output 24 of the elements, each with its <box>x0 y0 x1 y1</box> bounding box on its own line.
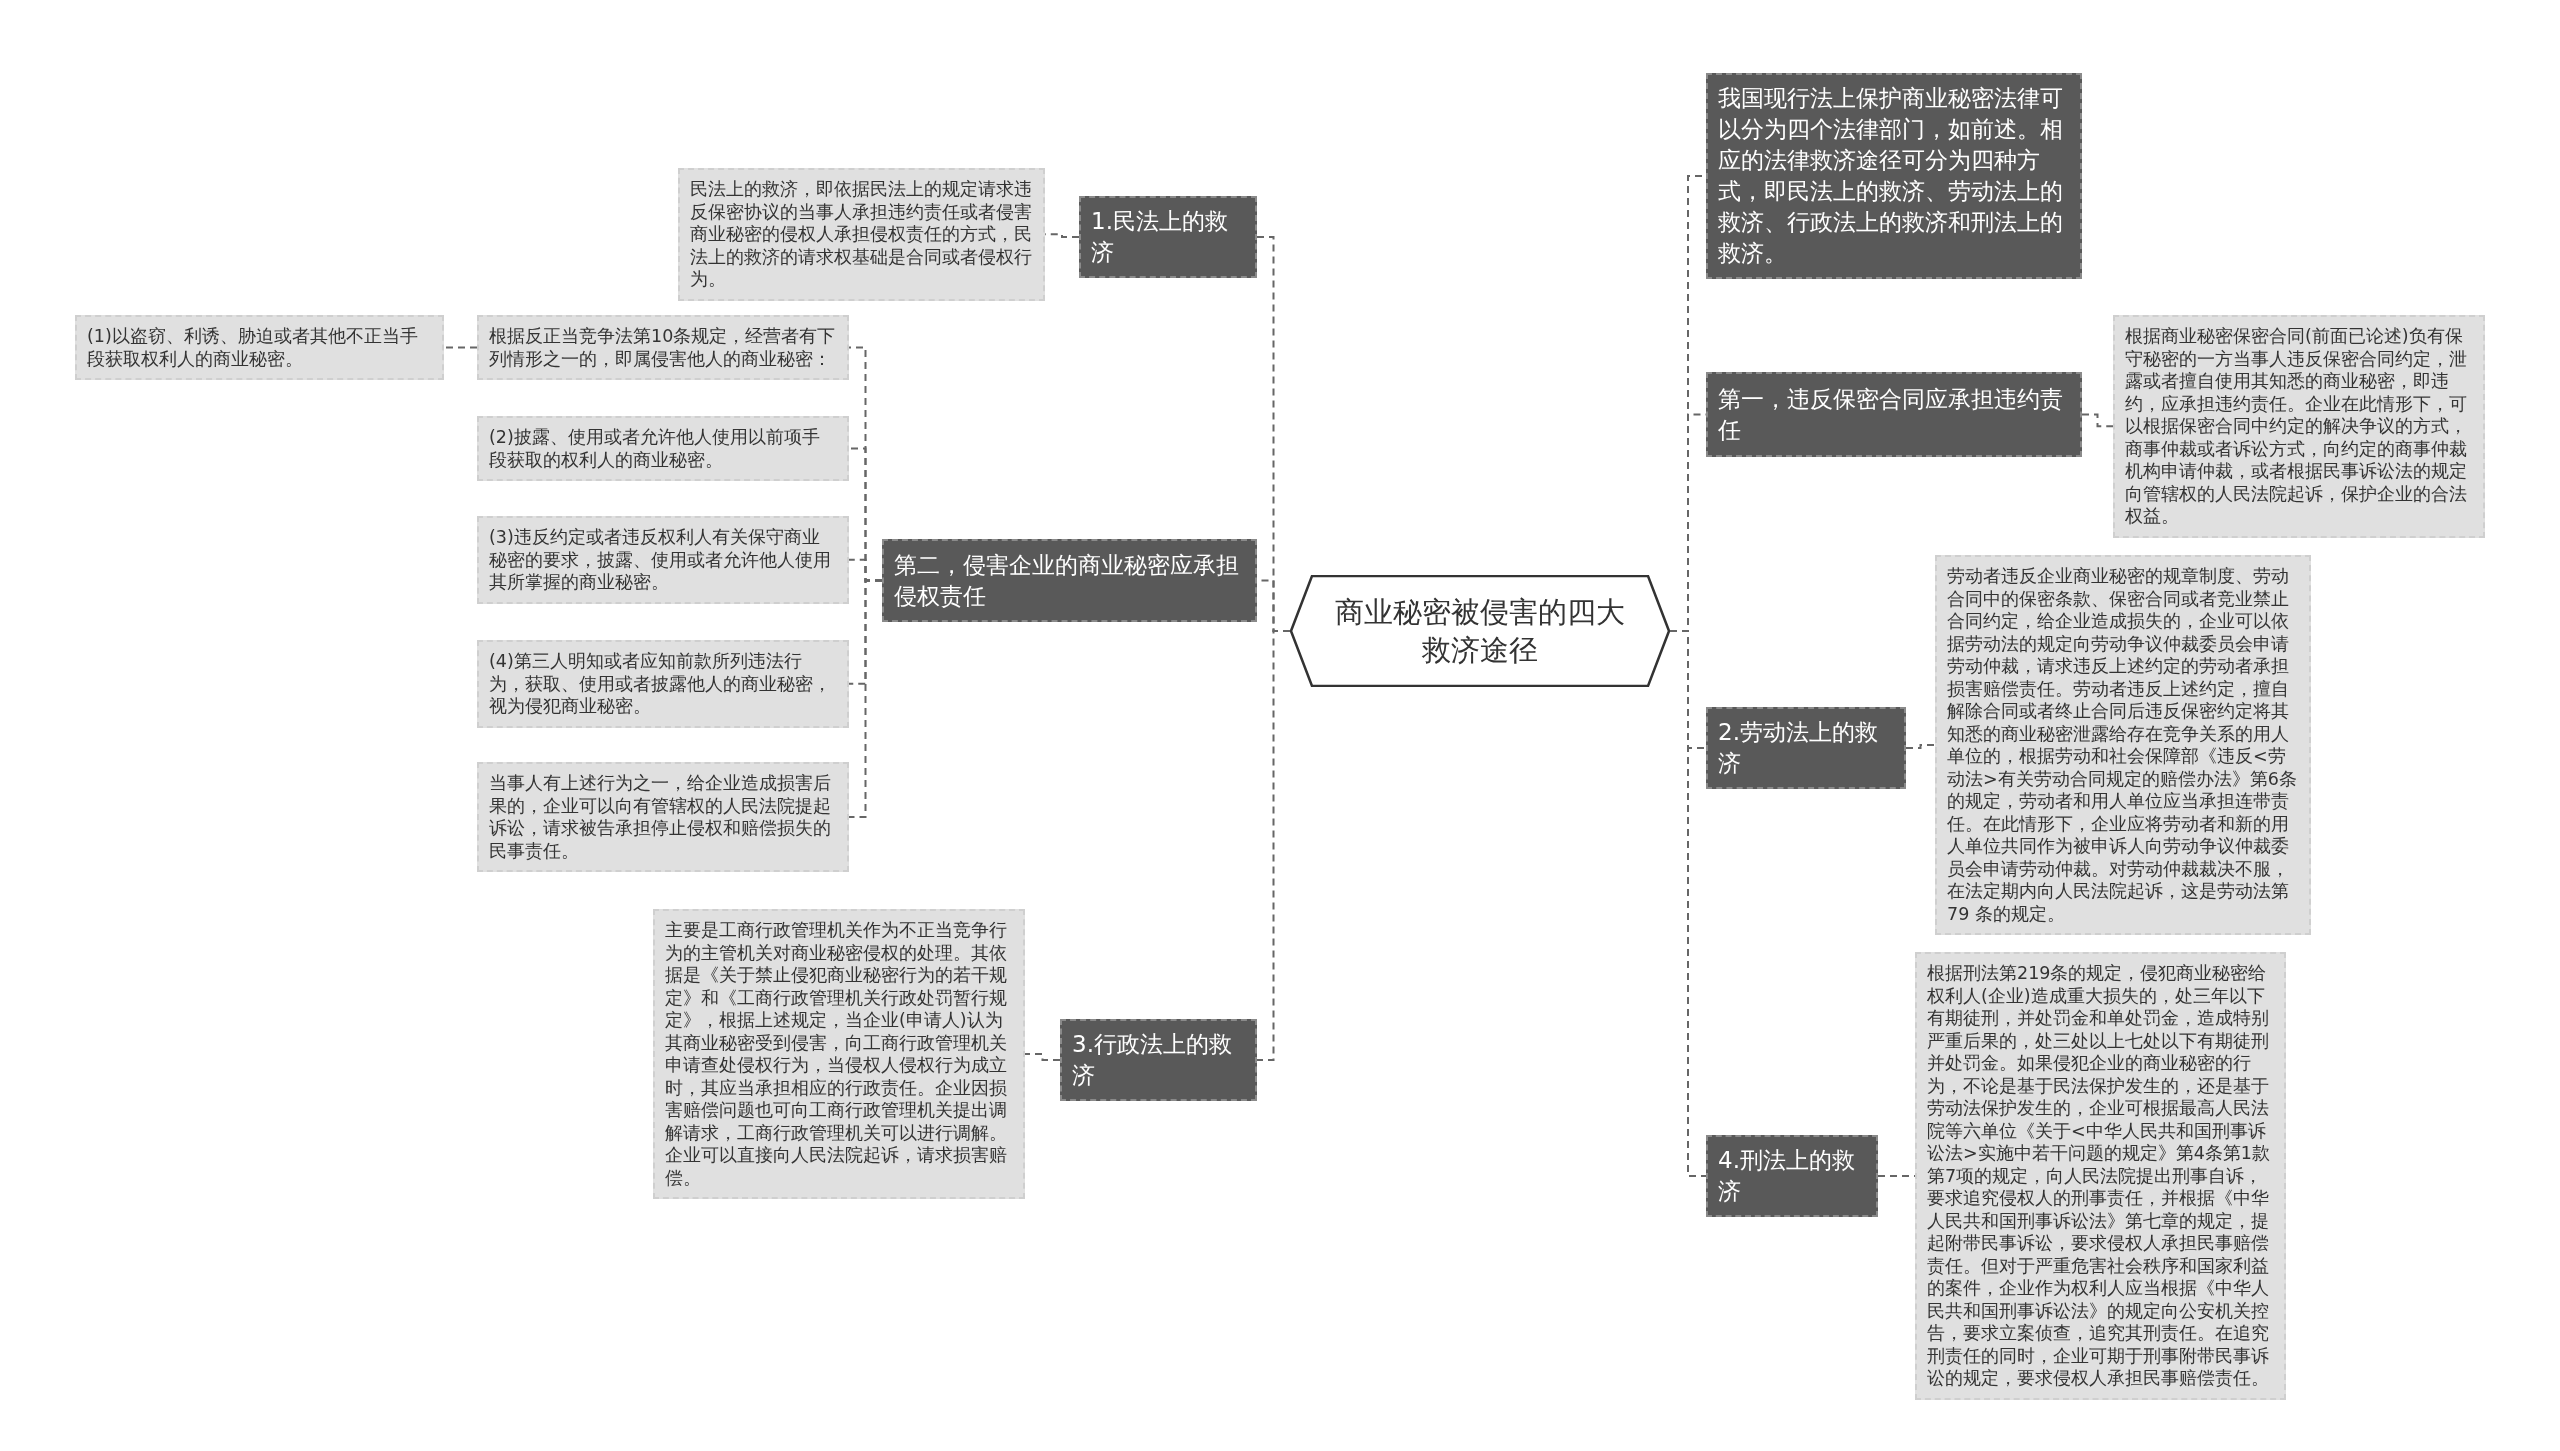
note-box: (3)违反约定或者违反权利人有关保守商业秘密的要求，披露、使用或者允许他人使用其所掌握的商业秘密。 <box>477 516 849 604</box>
connector-line <box>1024 1053 1061 1061</box>
note-box: (2)披露、使用或者允许他人使用以前项手段获取的权利人的商业秘密。 <box>477 416 849 481</box>
note-box: 根据反正当竞争法第10条规定，经营者有下列情形之一的，即属侵害他人的商业秘密： <box>477 315 849 380</box>
note-box: 根据刑法第219条的规定，侵犯商业秘密给权利人(企业)造成重大损失的，处三年以下有期徒刑，并处罚金和单处罚金，造成特别严重后果的，处三处以上七处以下有期徒刑并处罚金。如果侵犯企业的商业秘密的行为，不论是基于民法保护发生的，还是基于劳动法保护发生的，企业可根据最高人民法院等六单位《关于<中华人民共和国刑事诉讼法>实施中若干问题的规定》第4条第1款第7项的规定，向人民法院提出刑事自诉，要求追究侵权人的刑事责任，并根据《中华人民共和国刑事诉讼法》第七章的规定，提起附带民事诉讼，要求侵权人承担民事赔偿责任。但对于严重危害社会秩序和国家利益的案件，企业作为权利人应当根据《中华人民共和国刑事诉讼法》的规定向公安机关控告，要求立案侦查，追究其刑责任。在追究刑责任的同时，企业可期于刑事附带民事诉讼的规定，要求侵权人承担民事赔偿责任。 <box>1915 952 2286 1400</box>
note-box: 民法上的救济，即依据民法上的规定请求违反保密协议的当事人承担违约责任或者侵害商业秘密的侵权人承担侵权责任的方式，民法上的救济的请求权基础是合同或者侵权行为。 <box>678 168 1045 301</box>
connector-line <box>2081 413 2114 428</box>
connector-line <box>1905 744 1936 749</box>
branch-box: 我国现行法上保护商业秘密法律可以分为四个法律部门，如前述。相应的法律救济途径可分为四种方式，即民法上的救济、劳动法上的救济、行政法上的救济和刑法上的救济。 <box>1706 73 2082 279</box>
connector-line <box>848 579 883 818</box>
branch-box: 4.刑法上的救济 <box>1706 1135 1878 1217</box>
note-box: 根据商业秘密保密合同(前面已论述)负有保守秘密的一方当事人违反保密合同约定，泄露或者擅自使用其知悉的商业秘密，即违约，应承担违约责任。企业在此情形下，可以根据保密合同中约定的解决争议的方式，商事仲裁或者诉讼方式，向约定的商事仲裁机构申请仲裁，或者根据民事诉讼法的规定向管辖权的人民法院起诉，保护企业的合法权益。 <box>2113 315 2485 538</box>
note-box: 劳动者违反企业商业秘密的规章制度、劳动合同中的保密条款、保密合同或者竞业禁止合同约定，给企业造成损失的，企业可以依据劳动法的规定向劳动争议仲裁委员会申请劳动仲裁，请求违反上述约定的劳动者承担损害赔偿责任。劳动者违反上述约定，擅自解除合同或者终止合同后违反保密约定将其知悉的商业秘密泄露给存在竞争关系的用人单位的，根据劳动和社会保障部《违反<劳动法>有关劳动合同规定的赔偿办法》第6条的规定，劳动者和用人单位应当承担连带责任。在此情形下，企业应将劳动者和新的用人单位共同作为被申诉人向劳动争议仲裁委员会申请劳动仲裁。对劳动仲裁裁决不服，在法定期内向人民法院起诉，这是劳动法第79 条的规定。 <box>1935 555 2311 935</box>
branch-box: 1.民法上的救济 <box>1079 196 1257 278</box>
branch-box: 2.劳动法上的救济 <box>1706 707 1906 789</box>
note-box: 当事人有上述行为之一，给企业造成损害后果的，企业可以向有管辖权的人民法院提起诉讼，请求被告承担停止侵权和赔偿损失的民事责任。 <box>477 762 849 872</box>
note-box: 主要是工商行政管理机关作为不正当竞争行为的主管机关对商业秘密侵权的处理。其依据是《关于禁止侵犯商业秘密行为的若干规定》和《工商行政管理机关行政处罚暂行规定》，根据上述规定，当企业(申请人)认为其商业秘密受到侵害，向工商行政管理机关申请查处侵权行为，当侵权人侵权行为成立时，其应当承担相应的行政责任。企业因损害赔偿问题也可向工商行政管理机关提出调解请求，工商行政管理机关可以进行调解。企业可以直接向人民法院起诉，请求损害赔偿。 <box>653 909 1025 1199</box>
branch-box: 3.行政法上的救济 <box>1060 1019 1257 1101</box>
note-box: (1)以盗窃、利诱、胁迫或者其他不正当手段获取权利人的商业秘密。 <box>75 315 444 380</box>
connector-line <box>443 346 478 349</box>
branch-box: 第二，侵害企业的商业秘密应承担侵权责任 <box>882 539 1257 622</box>
branch-box: 第一，违反保密合同应承担违约责任 <box>1706 372 2082 457</box>
central-topic-box: 商业秘密被侵害的四大救济途径 <box>1290 575 1670 687</box>
note-box: (4)第三人明知或者应知前款所列违法行为，获取、使用或者披露他人的商业秘密，视为侵犯商业秘密。 <box>477 640 849 728</box>
